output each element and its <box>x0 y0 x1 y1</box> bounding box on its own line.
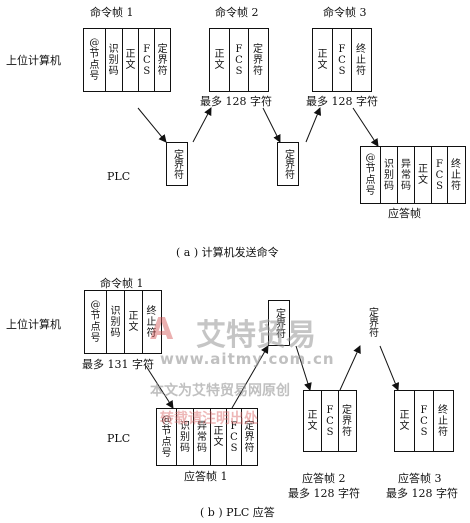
a-plc-delim1: 定界符 <box>166 142 188 186</box>
a-cmd2-title: 命令帧 2 <box>215 6 259 19</box>
b-resp1-err-cell: 异常码 <box>193 409 210 465</box>
b-cmd1-text-cell: 正文 <box>124 291 142 353</box>
b-resp3-text-cell: 正文 <box>399 410 410 432</box>
b-cmd1-frame: @节点号 识别码 正文 终止符 <box>84 290 162 354</box>
arrow-a1 <box>137 107 167 143</box>
a-cmd3-title: 命令帧 3 <box>323 6 367 19</box>
b-resp1-id-cell: 识别码 <box>176 409 193 465</box>
b-cmd1-note: 最多 131 字符 <box>82 358 154 371</box>
arrow-b3 <box>295 345 312 391</box>
b-resp3-title: 应答帧 3 <box>398 472 442 485</box>
arrow-a3 <box>262 107 281 143</box>
a-plc-label: PLC <box>107 170 131 183</box>
b-host-label: 上位计算机 <box>6 318 61 331</box>
a-cmd3-note: 最多 128 字符 <box>306 95 378 108</box>
b-resp1-node-cell: @节点号 <box>161 415 172 459</box>
a-resp-end-cell: 终止符 <box>447 147 464 203</box>
a-cmd3-text-cell: 正文 <box>317 49 328 71</box>
arrow-b1 <box>145 365 174 409</box>
b-plc-label: PLC <box>107 432 131 445</box>
a-resp-title: 应答帧 <box>388 207 421 220</box>
arrow-b4 <box>339 345 361 391</box>
arrow-a2 <box>192 107 212 143</box>
arrow-b2 <box>231 345 269 409</box>
a-cmd1-title: 命令帧 1 <box>90 6 134 19</box>
a-cmd2-text-cell: 正文 <box>214 49 225 71</box>
a-resp-err-cell: 异常码 <box>397 147 414 203</box>
a-caption: ( a ) 计算机发送命令 <box>176 246 279 259</box>
b-resp1-delim-cell: 定界符 <box>241 409 257 465</box>
a-cmd1-id-cell: 识别码 <box>104 29 122 91</box>
b-resp1-text-cell: 正文 <box>210 409 226 465</box>
a-resp-text-cell: 正文 <box>414 147 431 203</box>
b-resp2-text-cell: 正文 <box>307 410 318 432</box>
a-cmd1-delim-cell: 定界符 <box>154 29 170 91</box>
b-host-delim1: 定界符 <box>268 300 290 346</box>
arrow-b5 <box>379 345 400 391</box>
b-resp2-note: 最多 128 字符 <box>288 487 360 500</box>
a-cmd3-end-cell: 终止符 <box>351 29 370 91</box>
a-resp-id-cell: 识别码 <box>380 147 397 203</box>
a-resp-node-cell: @节点号 <box>365 153 376 197</box>
b-resp2-delim-cell: 定界符 <box>338 391 355 451</box>
a-cmd1-node-cell: @节点号 <box>89 38 100 82</box>
a-cmd1-text-cell: 正文 <box>121 29 139 91</box>
b-resp3-note: 最多 128 字符 <box>386 487 458 500</box>
b-resp1-title: 应答帧 1 <box>184 470 228 483</box>
a-cmd2-delim-cell: 定界符 <box>248 29 267 91</box>
b-host-delim2: 定界符 <box>362 300 382 344</box>
b-cmd1-title: 命令帧 1 <box>100 277 144 290</box>
a-cmd2-note: 最多 128 字符 <box>200 95 272 108</box>
arrow-a4 <box>305 107 322 143</box>
b-cmd1-id-cell: 识别码 <box>106 291 124 353</box>
b-cmd1-node-cell: @节点号 <box>90 300 101 344</box>
arrow-a5 <box>352 107 379 147</box>
b-resp3-end-cell: 终止符 <box>433 391 452 451</box>
b-caption: ( b ) PLC 应答 <box>200 506 275 519</box>
b-resp2-title: 应答帧 2 <box>302 472 346 485</box>
b-cmd1-end-cell: 终止符 <box>142 291 160 353</box>
a-plc-delim2: 定界符 <box>277 142 299 186</box>
a-host-label: 上位计算机 <box>6 54 61 67</box>
